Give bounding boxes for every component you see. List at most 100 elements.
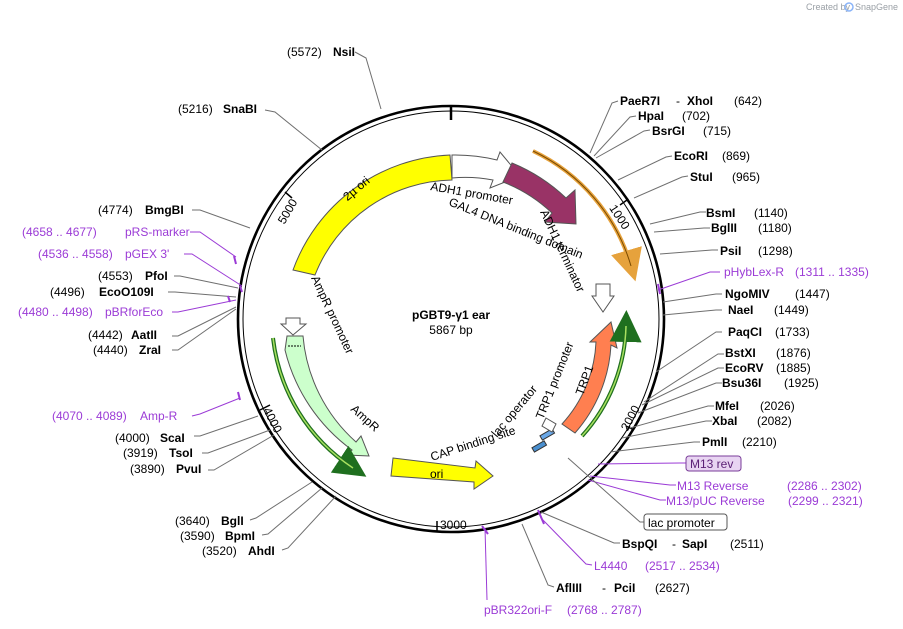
svg-text:M13 rev: M13 rev xyxy=(690,457,733,471)
svg-text:(1140): (1140) xyxy=(754,206,788,220)
site-hpai[interactable]: HpaI (702) xyxy=(593,109,710,157)
primer-mark-pgex xyxy=(239,285,243,293)
svg-text:NsiI: NsiI xyxy=(333,45,355,59)
svg-text:(2299 .. 2321): (2299 .. 2321) xyxy=(788,494,863,508)
primer-lac-promoter-box[interactable]: lac promoter xyxy=(567,457,728,531)
site-xbai[interactable]: XbaI (2082) xyxy=(621,414,792,439)
site-bglii[interactable]: BglII (1180) xyxy=(653,221,792,235)
site-naei[interactable]: NaeI (1449) xyxy=(662,303,809,317)
feature-2mu-ori[interactable] xyxy=(292,154,453,276)
svg-text:TsoI: TsoI xyxy=(169,446,193,460)
svg-text:(4442): (4442) xyxy=(88,328,123,342)
svg-text:pBRforEco: pBRforEco xyxy=(105,305,163,319)
primer-phyblexr[interactable]: pHybLex-R (1311 .. 1335) xyxy=(657,265,869,295)
site-tsoi[interactable]: (3919) TsoI xyxy=(123,429,271,460)
site-bsu36i[interactable]: Bsu36I (1925) xyxy=(637,376,819,414)
feature-ampr-label: AmpR xyxy=(348,402,382,435)
primer-m13reverse[interactable]: M13 Reverse (2286 .. 2302) xyxy=(589,475,862,493)
site-pvui[interactable]: (3890) PvuI xyxy=(130,434,275,476)
primer-pbr322ori[interactable]: pBR322ori-F (2768 .. 2787) xyxy=(481,525,642,617)
svg-text:(2286 .. 2302): (2286 .. 2302) xyxy=(787,479,862,493)
svg-text:(4480 .. 4498): (4480 .. 4498) xyxy=(18,305,93,319)
site-scai[interactable]: (4000) ScaI xyxy=(115,415,259,445)
svg-text:BsmI: BsmI xyxy=(706,206,735,220)
primer-mark-ampr xyxy=(237,391,241,401)
tick-1000: 1000 xyxy=(606,199,633,232)
svg-text:(5216): (5216) xyxy=(178,102,213,116)
site-bstxi[interactable]: BstXI (1876) xyxy=(643,346,811,403)
site-mfei[interactable]: MfeI (2026) xyxy=(629,399,795,429)
feature-cap-label: CAP binding site xyxy=(429,423,518,464)
site-psii[interactable]: PsiI (1298) xyxy=(659,244,793,258)
feature-ori[interactable] xyxy=(390,457,494,490)
site-zrai[interactable]: (4440) ZraI xyxy=(93,308,237,357)
plasmid-name: pGBT9-γ1 ear xyxy=(412,308,490,322)
svg-text:(3890): (3890) xyxy=(130,462,165,476)
primer-l4440[interactable]: L4440 (2517 .. 2534) xyxy=(537,509,720,573)
svg-text:pGEX 3': pGEX 3' xyxy=(125,247,169,261)
svg-text:StuI: StuI xyxy=(690,170,713,184)
svg-text:(2210): (2210) xyxy=(742,435,777,449)
feature-gal4-dbd[interactable] xyxy=(502,162,577,225)
svg-text:SnaBI: SnaBI xyxy=(223,102,257,116)
site-ecori[interactable]: EcoRI (869) xyxy=(617,149,750,181)
svg-text:(3919): (3919) xyxy=(123,446,158,460)
site-bspqi-sapi[interactable]: BspQI - SapI (2511) xyxy=(540,511,764,551)
site-bsrgi[interactable]: BsrGI (715) xyxy=(595,124,731,159)
site-pmli[interactable]: PmlI (2210) xyxy=(609,435,777,453)
feature-ampr-promoter[interactable] xyxy=(279,317,308,336)
svg-text:(4658 .. 4677): (4658 .. 4677) xyxy=(22,225,97,239)
site-ecoo109i[interactable]: (4496) EcoO109I xyxy=(50,285,237,299)
site-bgli[interactable]: (3640) BglI xyxy=(175,481,313,528)
svg-text:(1885): (1885) xyxy=(776,361,811,375)
primer-pbrforeco[interactable]: (4480 .. 4498) pBRforEco xyxy=(18,299,237,319)
svg-text:(3520): (3520) xyxy=(202,544,237,558)
svg-text:BglII: BglII xyxy=(711,221,737,235)
svg-text:SapI: SapI xyxy=(682,537,707,551)
svg-text:L4440: L4440 xyxy=(594,559,628,573)
primer-ampr[interactable]: (4070 .. 4089) Amp-R xyxy=(52,397,241,423)
svg-text:M13 Reverse: M13 Reverse xyxy=(677,479,749,493)
site-stui[interactable]: StuI (965) xyxy=(633,170,760,199)
svg-text:(1733): (1733) xyxy=(775,325,810,339)
svg-text:(3640): (3640) xyxy=(175,514,210,528)
site-pfoi[interactable]: (4553) PfoI xyxy=(98,269,239,289)
primer-m13rev-box[interactable]: M13 rev xyxy=(597,455,742,472)
feature-adh1-terminator[interactable] xyxy=(591,283,615,313)
tick-5000: 5000 xyxy=(275,191,301,226)
svg-text:5000: 5000 xyxy=(275,196,301,226)
site-ecorv[interactable]: EcoRV (1885) xyxy=(641,361,811,406)
svg-text:lac promoter: lac promoter xyxy=(648,516,715,530)
svg-text:(965): (965) xyxy=(732,170,760,184)
svg-text:MfeI: MfeI xyxy=(715,399,739,413)
site-aatii[interactable]: (4442) AatII xyxy=(88,306,237,342)
svg-text:(2517 .. 2534): (2517 .. 2534) xyxy=(645,559,720,573)
site-afliii-pcii[interactable]: AflIII - PciI (2627) xyxy=(521,523,690,595)
site-bsmi[interactable]: BsmI (1140) xyxy=(649,206,788,225)
svg-text:(702): (702) xyxy=(682,109,710,123)
svg-text:(2511): (2511) xyxy=(730,537,764,551)
primer-pgex3[interactable]: (4536 .. 4558) pGEX 3' xyxy=(38,247,243,287)
site-ngomiv[interactable]: NgoMIV (1447) xyxy=(662,287,830,303)
site-paer7i-xhoi[interactable]: PaeR7I - XhoI (642) xyxy=(589,94,762,154)
feature-lac-operator-block[interactable] xyxy=(531,417,557,453)
primer-m13puc[interactable]: M13/pUC Reverse (2299 .. 2321) xyxy=(587,479,863,508)
svg-text:M13/pUC Reverse: M13/pUC Reverse xyxy=(666,494,765,508)
site-nsii[interactable]: (5572) NsiI xyxy=(287,45,382,110)
primer-prs-marker[interactable]: (4658 .. 4677) pRS-marker xyxy=(22,225,237,258)
site-bpmi[interactable]: (3590) BpmI xyxy=(180,487,323,543)
site-ahdi[interactable]: (3520) AhdI xyxy=(202,495,337,558)
feature-ori-label: ori xyxy=(430,467,443,481)
svg-text:(1925): (1925) xyxy=(784,376,819,390)
svg-text:AflIII: AflIII xyxy=(556,581,582,595)
primer-mark-pbr xyxy=(227,295,231,303)
site-bmgbi[interactable]: (4774) BmgBI xyxy=(98,203,251,229)
svg-text:BpmI: BpmI xyxy=(225,529,255,543)
svg-text:(1447): (1447) xyxy=(795,287,830,301)
site-paqci[interactable]: PaqCI (1733) xyxy=(655,325,810,373)
feature-ampr[interactable] xyxy=(284,335,370,457)
svg-text:pHybLex-R: pHybLex-R xyxy=(724,265,784,279)
snapgene-logo-icon xyxy=(844,2,854,12)
svg-text:PvuI: PvuI xyxy=(176,462,201,476)
site-snabi[interactable]: (5216) SnaBI xyxy=(178,102,323,151)
